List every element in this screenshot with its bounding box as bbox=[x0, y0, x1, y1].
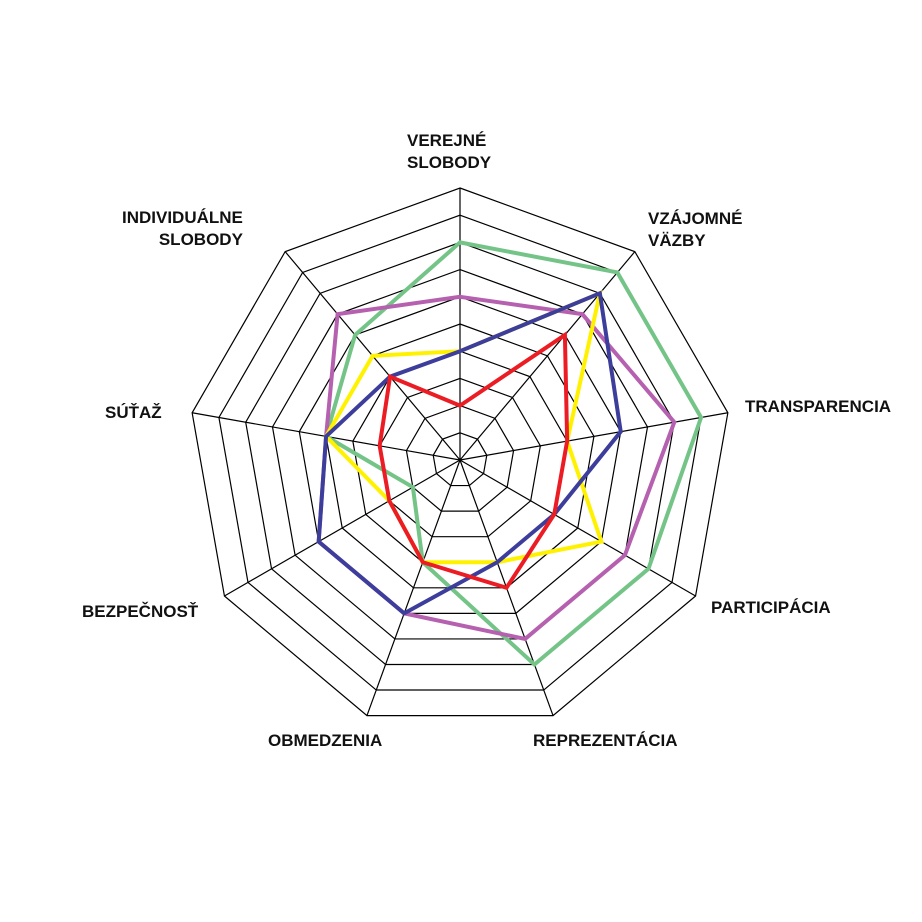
series-purple bbox=[316, 294, 677, 642]
grid-ring bbox=[191, 187, 729, 717]
series-yellow bbox=[323, 289, 604, 565]
grid-ring bbox=[379, 377, 541, 538]
axis-label-sutaz: SÚŤAŽ bbox=[105, 403, 162, 422]
axis-spoke bbox=[366, 459, 461, 716]
grid-ring bbox=[405, 404, 515, 512]
grid-ring bbox=[432, 432, 488, 487]
grid-ring bbox=[271, 268, 649, 640]
axis-label-bezpecnost: BEZPEČNOSŤ bbox=[82, 602, 199, 621]
axis-label-obmedzenia: OBMEDZENIA bbox=[268, 731, 383, 750]
series-red bbox=[377, 331, 570, 591]
axis-label-participacia: PARTICIPÁCIA bbox=[711, 598, 831, 617]
axis-spoke bbox=[459, 459, 696, 597]
grid-ring bbox=[298, 296, 622, 614]
axis-spoke bbox=[459, 251, 636, 461]
axis-spoke bbox=[224, 459, 461, 597]
axis-spoke bbox=[459, 412, 728, 461]
grid-ring bbox=[245, 241, 675, 666]
series-blue bbox=[316, 290, 623, 616]
axis-label-transparencia: TRANSPARENCIA bbox=[745, 397, 892, 416]
series-green bbox=[323, 240, 704, 668]
axis-label-reprezentacia: REPREZENTÁCIA bbox=[533, 731, 678, 750]
